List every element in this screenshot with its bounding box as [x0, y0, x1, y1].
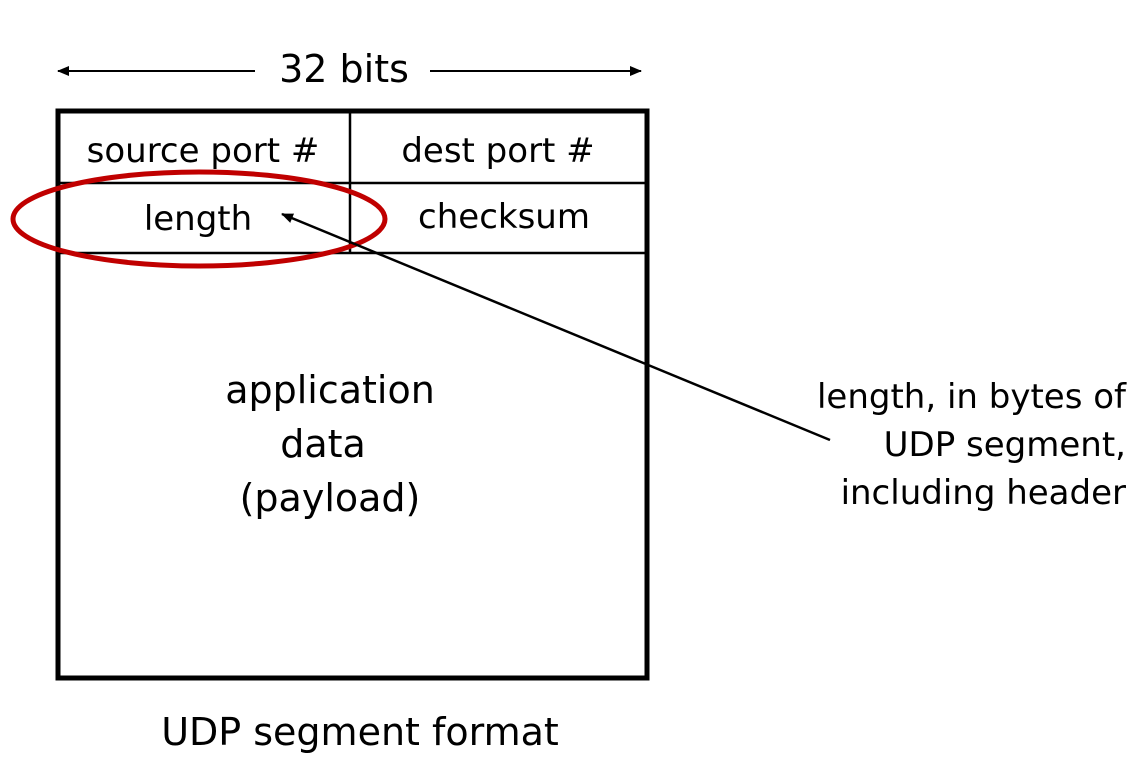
- dest-port-field: dest port #: [401, 131, 594, 171]
- annotation-line-2: UDP segment,: [884, 425, 1126, 465]
- payload-line-1: application: [225, 368, 435, 412]
- checksum-field: checksum: [418, 197, 590, 237]
- payload-line-2: data: [280, 422, 366, 466]
- length-highlight-ellipse: [10, 169, 388, 269]
- source-port-field: source port #: [87, 131, 320, 171]
- length-field: length: [144, 199, 252, 239]
- annotation-line-3: including header: [841, 473, 1126, 513]
- segment-box: [55, 108, 650, 681]
- annotation-arrow: [281, 212, 831, 442]
- caption: UDP segment format: [161, 710, 559, 754]
- annotation-line-1: length, in bytes of: [817, 377, 1127, 417]
- width-label: 32 bits: [279, 47, 409, 91]
- payload-line-3: (payload): [240, 476, 421, 520]
